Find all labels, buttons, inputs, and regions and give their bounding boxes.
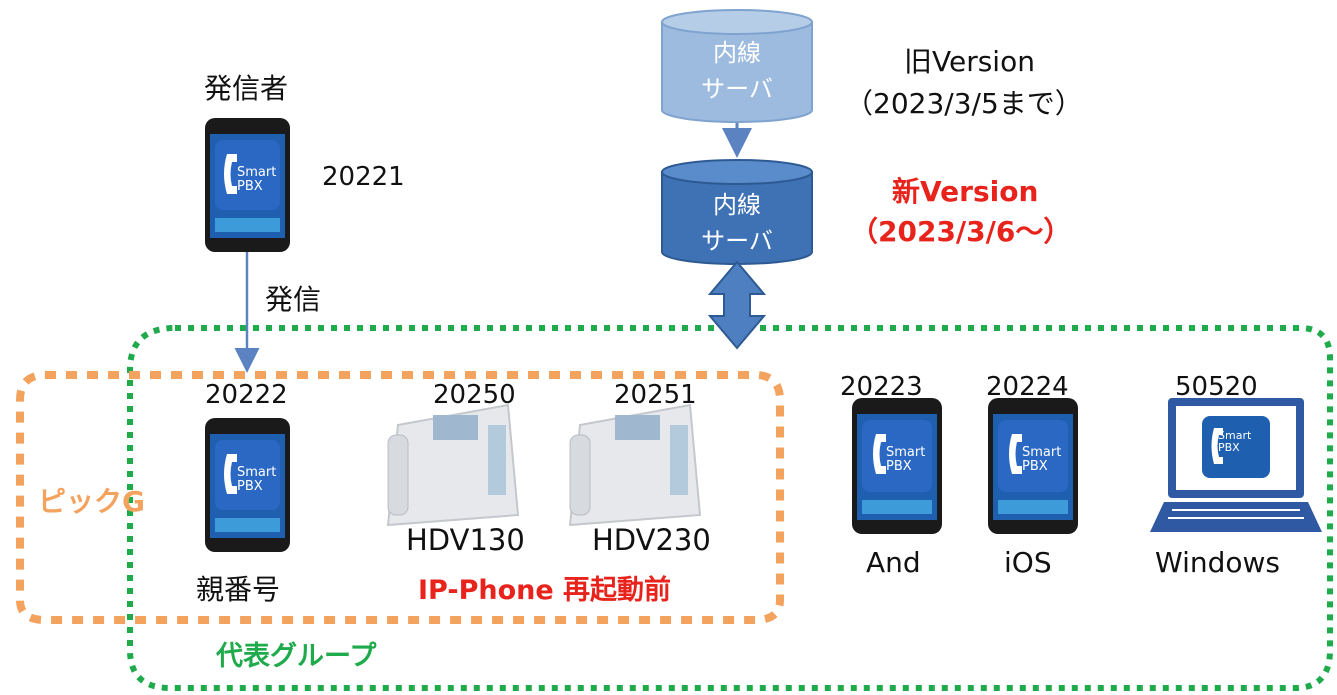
new-server-line1: 内線 bbox=[713, 191, 761, 219]
android-smartphone-icon bbox=[852, 398, 942, 534]
parent-smartphone-icon bbox=[205, 418, 290, 552]
windows-laptop-icon bbox=[1150, 398, 1322, 532]
old-server-cylinder bbox=[661, 9, 813, 123]
desk-phone-hdv130-icon bbox=[386, 403, 520, 527]
representative-group-outline bbox=[127, 325, 1333, 691]
parent-caption: 親番号 bbox=[196, 573, 281, 606]
caller-title: 発信者 bbox=[204, 72, 289, 105]
caller-number: 20221 bbox=[322, 162, 405, 192]
call-action-label: 発信 bbox=[265, 283, 322, 316]
android-number: 20223 bbox=[840, 372, 923, 402]
windows-caption: Windows bbox=[1155, 546, 1280, 579]
pickup-group-label: ピックG bbox=[38, 485, 145, 518]
old-server-line2: サーバ bbox=[701, 75, 773, 103]
pickup-group-outline bbox=[16, 371, 784, 624]
ip-phone-note: IP-Phone 再起動前 bbox=[418, 575, 672, 606]
ios-caption: iOS bbox=[1004, 546, 1052, 579]
windows-number: 50520 bbox=[1175, 372, 1258, 402]
old-version-date: （2023/3/5まで） bbox=[845, 87, 1083, 120]
server-link-arrow bbox=[707, 260, 767, 350]
ios-number: 20224 bbox=[986, 372, 1069, 402]
parent-number: 20222 bbox=[205, 380, 288, 410]
new-server-cylinder bbox=[661, 159, 813, 265]
android-caption: And bbox=[866, 546, 921, 579]
desk-phone-hdv230-icon bbox=[568, 403, 702, 527]
old-server-line1: 内線 bbox=[713, 39, 761, 67]
old-version-label: 旧Version bbox=[904, 45, 1035, 78]
ios-smartphone-icon bbox=[988, 398, 1078, 534]
new-version-label: 新Version bbox=[892, 175, 1039, 208]
new-version-date: （2023/3/6～） bbox=[850, 215, 1072, 248]
representative-group-label: 代表グループ bbox=[216, 641, 377, 672]
hdv230-model: HDV230 bbox=[592, 523, 711, 557]
new-server-line2: サーバ bbox=[701, 227, 773, 255]
hdv230-number: 20251 bbox=[614, 380, 697, 410]
hdv130-number: 20250 bbox=[433, 380, 516, 410]
caller-smartphone-icon bbox=[205, 118, 290, 252]
hdv130-model: HDV130 bbox=[406, 523, 525, 557]
